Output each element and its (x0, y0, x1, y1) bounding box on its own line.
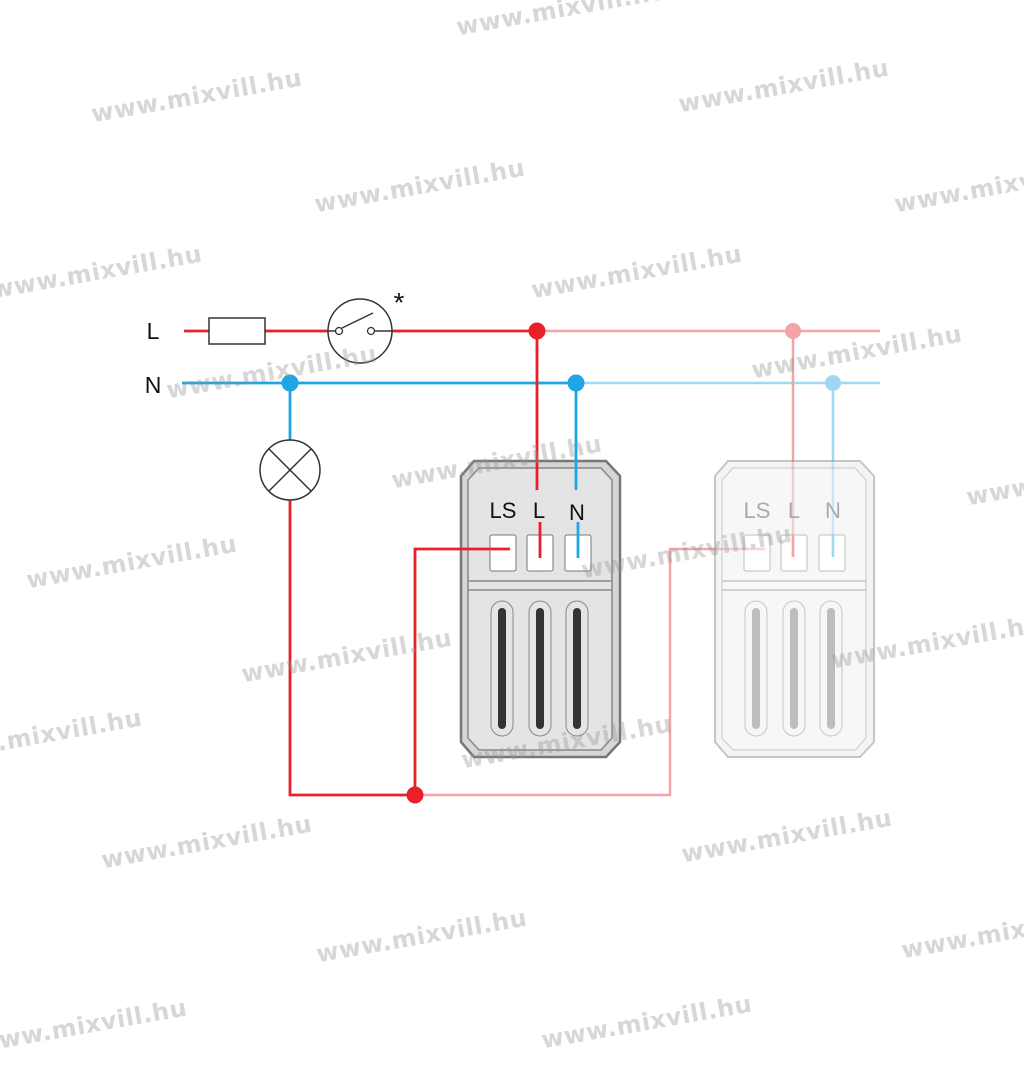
junction-neutral-lamp (281, 374, 299, 392)
device-label-n: N (569, 500, 585, 525)
junction-neutral-device (567, 374, 585, 392)
terminal-ls (489, 534, 517, 572)
ghost-label-ls: LS (744, 498, 771, 523)
slot (536, 608, 544, 729)
device-ghost (714, 460, 875, 758)
device-label-l: L (533, 498, 545, 523)
junction-live (528, 322, 546, 340)
device-active (459, 459, 622, 759)
switch-symbol (327, 298, 393, 364)
junction-ls (406, 786, 424, 804)
slot (498, 608, 506, 729)
ghost-label-n: N (825, 498, 841, 523)
line-label-l: L (147, 318, 160, 344)
junction-neutral-faded (825, 375, 841, 391)
ghost-label-l: L (788, 498, 800, 523)
switch-note-asterisk: * (394, 287, 405, 318)
slot (573, 608, 581, 729)
lamp-symbol (259, 439, 321, 501)
fuse-symbol (208, 317, 266, 345)
junction-live-faded (785, 323, 801, 339)
line-label-n: N (145, 372, 162, 398)
device-label-ls: LS (490, 498, 517, 523)
